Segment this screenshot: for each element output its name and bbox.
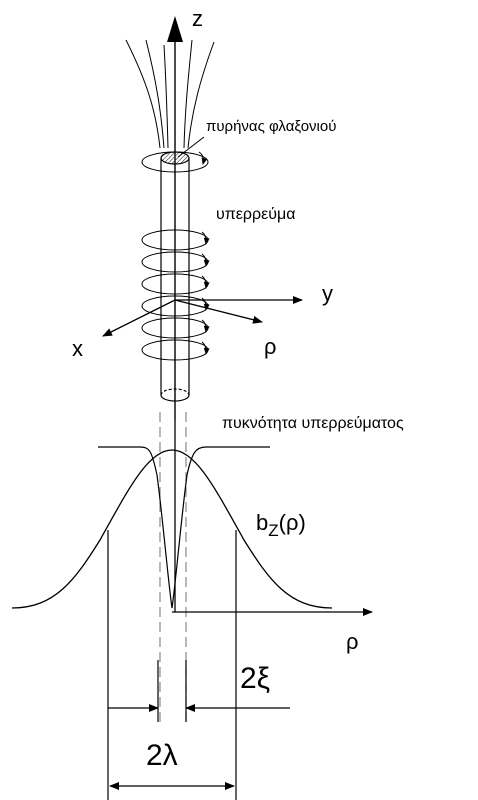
coordinate-axes	[102, 296, 303, 337]
core-current-loop	[141, 151, 209, 173]
supercurrent-label: υπερρεύμα	[216, 206, 295, 223]
supercurrent-helix	[141, 229, 210, 361]
lambda-label: 2λ	[146, 739, 178, 772]
core-boundary-dashed-lines	[159, 412, 187, 722]
rho-axis-label: ρ	[264, 334, 277, 359]
x-axis-label: x	[72, 336, 83, 361]
rho-radial-label: ρ	[346, 629, 359, 654]
field-bell-curve	[11, 449, 333, 609]
radial-axis	[172, 420, 373, 616]
core-label: πυρήνας φλαξονιού	[206, 118, 336, 135]
field-label: bZ(ρ)	[256, 510, 306, 540]
xi-label: 2ξ	[240, 662, 270, 695]
density-label: πυκνότητα υπερρεύματος	[222, 415, 404, 432]
core-label-leader	[177, 136, 205, 158]
z-axis-label: z	[192, 6, 203, 31]
xi-dimension	[108, 660, 290, 722]
current-density-curve	[98, 446, 270, 609]
y-axis-label: y	[322, 281, 333, 306]
lambda-dimension	[107, 530, 237, 800]
flux-lines	[125, 39, 215, 149]
